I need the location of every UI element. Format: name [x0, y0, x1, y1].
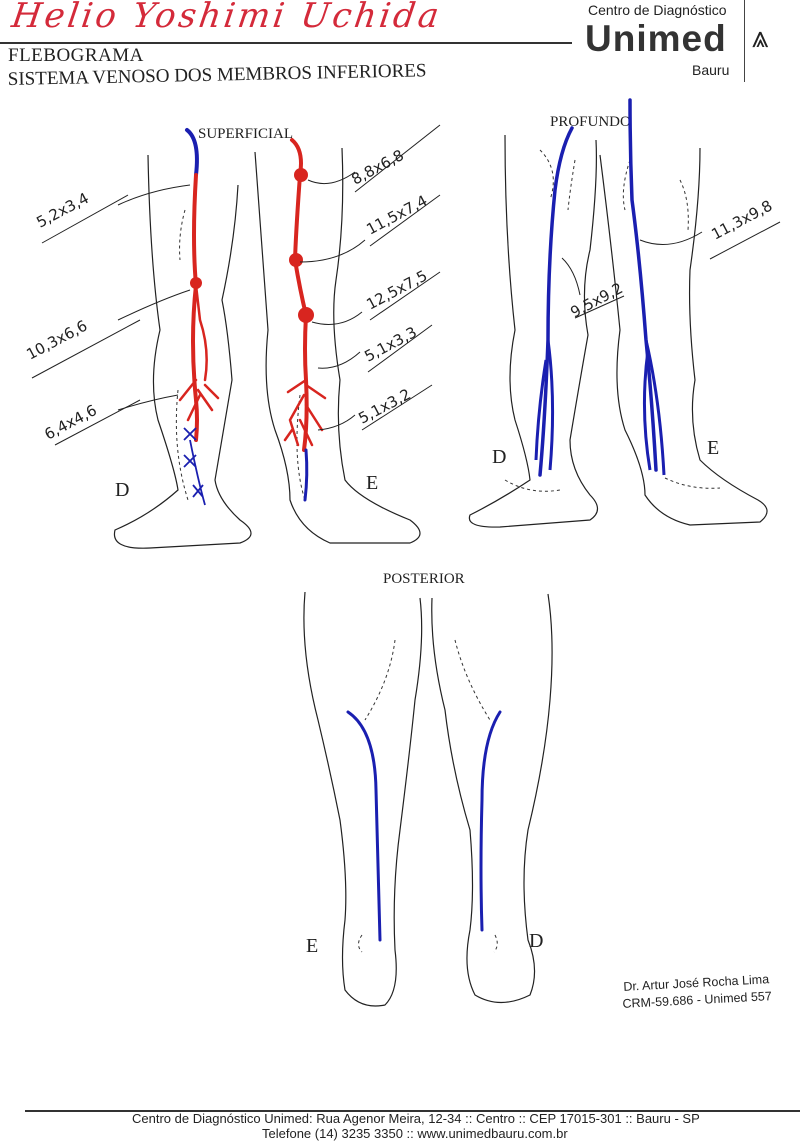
measurement: 11,3x9,8	[708, 197, 775, 244]
measurement: 12,5x7,5	[363, 267, 430, 314]
document-title: FLEBOGRAMA	[8, 45, 144, 66]
deep-vein	[479, 710, 502, 932]
header-divider	[0, 42, 572, 44]
profundo-label: PROFUNDO	[550, 114, 631, 130]
footer-contact: Telefone (14) 3235 3350 :: www.unimedbau…	[262, 1126, 568, 1141]
side-label-right: D	[492, 446, 506, 468]
leg-outline-right	[113, 154, 252, 549]
posterior-diagram: POSTERIOR E D	[303, 571, 553, 1007]
measurement: 5,2x3,4	[33, 189, 91, 231]
profundo-diagram: PROFUNDO 9,5x9,2 11,3x9,8 D E	[468, 98, 781, 528]
logo-brand: Unimed	[585, 18, 727, 59]
side-label-right: D	[115, 479, 129, 501]
measurement: 5,1x3,2	[355, 385, 413, 427]
leg-outline-left	[303, 591, 423, 1007]
footer-address: Centro de Diagnóstico Unimed: Rua Agenor…	[132, 1111, 700, 1126]
deep-vein	[628, 98, 658, 472]
measurement-annotations: 5,2x3,4 10,3x6,6 6,4x4,6 8,8x6,8 11,5x7,…	[23, 124, 441, 446]
measurement: 8,8x6,8	[348, 146, 406, 188]
side-label-left: E	[707, 437, 719, 459]
leg-outline-right	[468, 134, 599, 528]
deep-vein	[346, 710, 382, 942]
logo-top-text: Centro de Diagnóstico	[588, 2, 727, 18]
measurement: 11,5x7,4	[363, 192, 430, 239]
deep-vein	[185, 128, 199, 177]
leg-outline-left	[254, 147, 421, 544]
superficial-label: SUPERFICIAL	[198, 126, 293, 142]
logo-city: Bauru	[692, 62, 730, 78]
leg-outline-left	[599, 147, 768, 526]
deep-vein	[538, 126, 574, 477]
measurement: 5,1x3,3	[361, 323, 419, 365]
unimed-logo-icon: ⩓	[752, 20, 769, 55]
footer-divider	[25, 1110, 800, 1112]
leg-outline-right	[431, 593, 553, 1004]
side-label-left: E	[366, 472, 378, 494]
superficial-diagram: SUPERFICIAL 5,2x3,4 10,3x6,6 6,4x4,6 8,8…	[23, 124, 441, 549]
side-label-left: E	[306, 935, 318, 957]
superficial-vein	[191, 173, 199, 442]
measurement: 10,3x6,6	[23, 317, 90, 364]
posterior-label: POSTERIOR	[383, 571, 465, 587]
logo-divider	[744, 0, 745, 82]
side-label-right: D	[529, 930, 543, 952]
